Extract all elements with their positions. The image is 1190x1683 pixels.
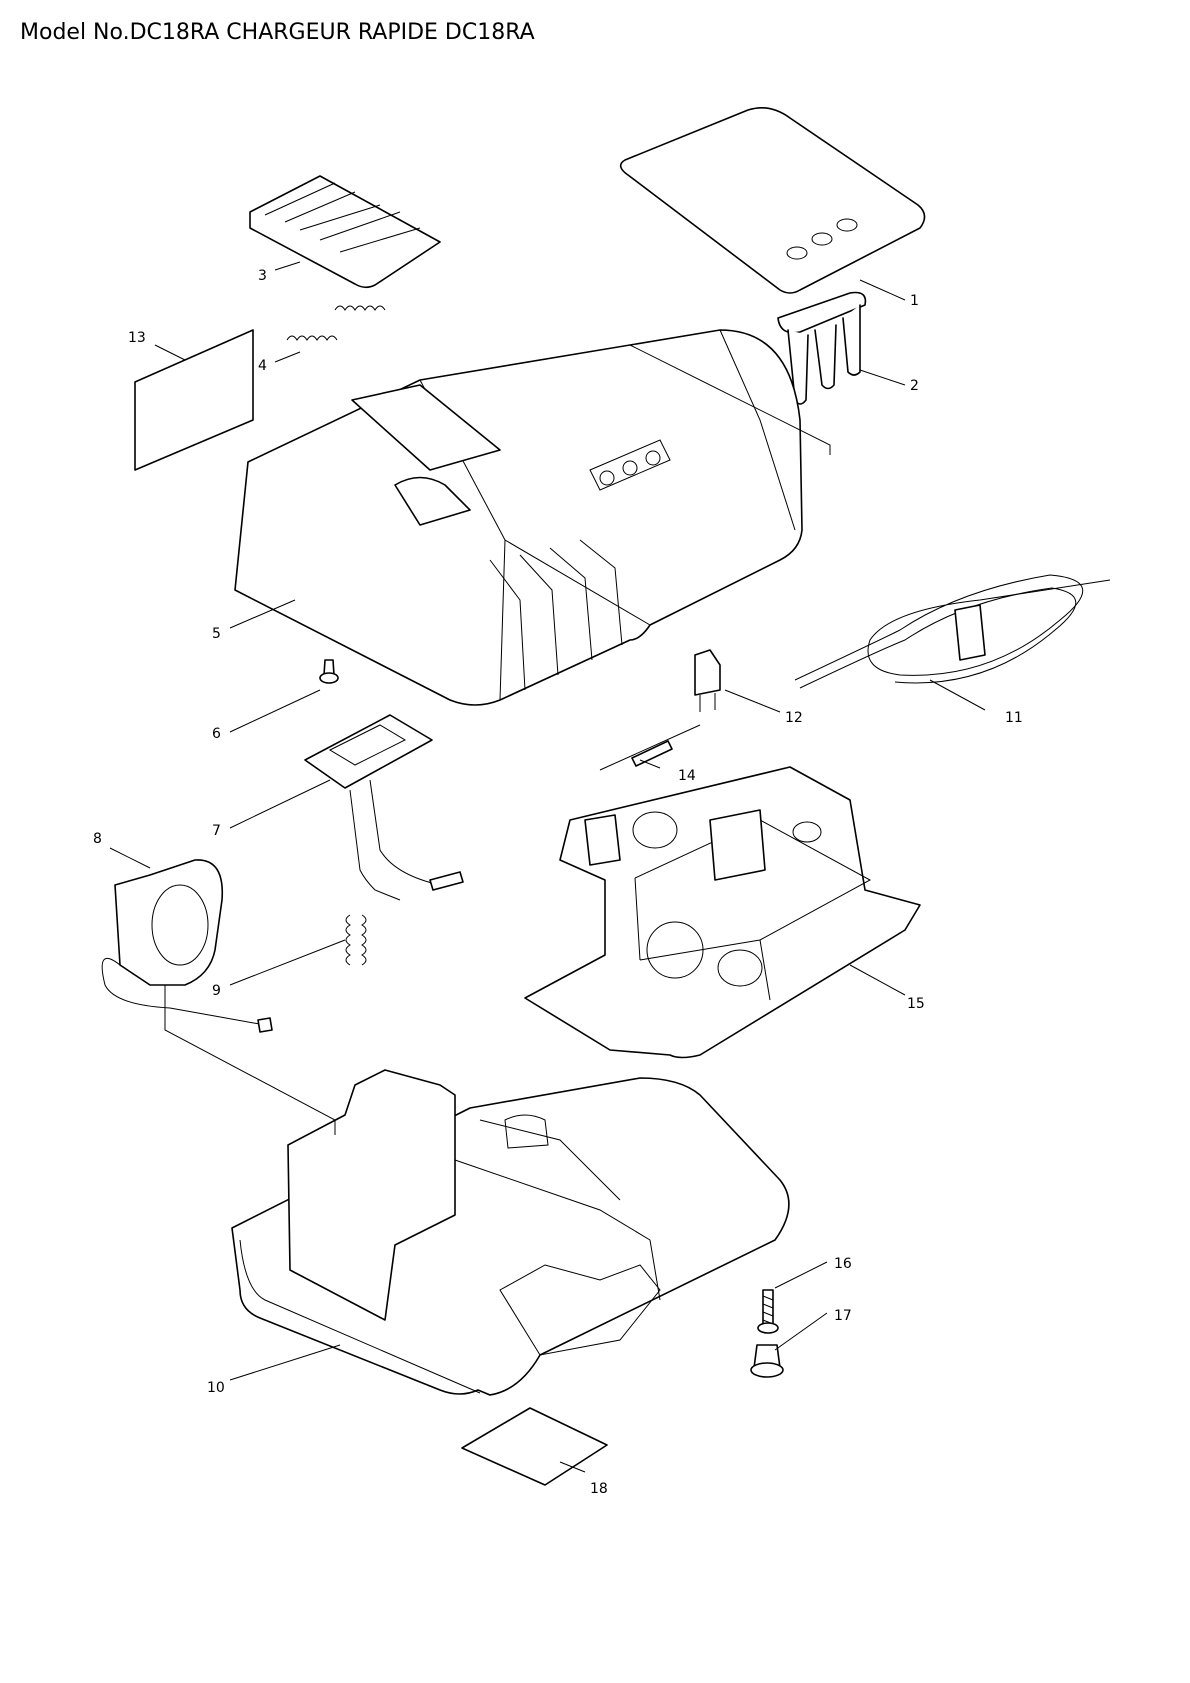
part-7-terminal-assembly[interactable] bbox=[304, 714, 464, 901]
callout-15: 15 bbox=[907, 996, 925, 1012]
callout-17: 17 bbox=[834, 1308, 852, 1324]
leader-lines bbox=[109, 261, 986, 1473]
part-6-screw[interactable] bbox=[319, 659, 339, 684]
part-10-lower-housing[interactable] bbox=[231, 1069, 790, 1396]
callout-3: 3 bbox=[258, 268, 267, 284]
page-title: Model No.DC18RA CHARGEUR RAPIDE DC18RA bbox=[20, 20, 535, 45]
part-4-springs[interactable] bbox=[286, 305, 386, 341]
part-8-fan[interactable] bbox=[101, 859, 273, 1033]
callout-13: 13 bbox=[128, 330, 146, 346]
part-17-rubber-foot[interactable] bbox=[750, 1344, 784, 1378]
callout-labels: 1 2 3 4 13 5 6 7 8 9 10 11 12 14 15 16 1… bbox=[93, 268, 1023, 1497]
callout-14: 14 bbox=[678, 768, 696, 784]
part-15-pcb-assembly[interactable] bbox=[524, 766, 921, 1059]
part-11-power-cord[interactable] bbox=[794, 574, 1111, 689]
callout-4: 4 bbox=[258, 358, 267, 374]
part-18-label[interactable] bbox=[461, 1407, 608, 1486]
callout-6: 6 bbox=[212, 726, 221, 742]
part-12-component[interactable] bbox=[694, 649, 721, 712]
callout-12: 12 bbox=[785, 710, 803, 726]
callout-9: 9 bbox=[212, 983, 221, 999]
callout-8: 8 bbox=[93, 831, 102, 847]
part-16-screw[interactable] bbox=[757, 1289, 779, 1334]
callout-16: 16 bbox=[834, 1256, 852, 1272]
callout-10: 10 bbox=[207, 1380, 225, 1396]
callout-11: 11 bbox=[1005, 710, 1023, 726]
part-5-upper-housing[interactable] bbox=[234, 329, 831, 706]
callout-2: 2 bbox=[910, 378, 919, 394]
part-14-fuse[interactable] bbox=[599, 724, 701, 771]
callout-18: 18 bbox=[590, 1481, 608, 1497]
part-9-spring[interactable] bbox=[345, 914, 367, 966]
part-1-label-plate[interactable] bbox=[619, 107, 926, 294]
part-3-slide-cover[interactable] bbox=[249, 175, 441, 289]
part-13-label[interactable] bbox=[134, 329, 254, 471]
callout-5: 5 bbox=[212, 626, 221, 642]
callout-1: 1 bbox=[910, 293, 919, 309]
callout-7: 7 bbox=[212, 823, 221, 839]
part-2-light-guide[interactable] bbox=[777, 291, 867, 405]
